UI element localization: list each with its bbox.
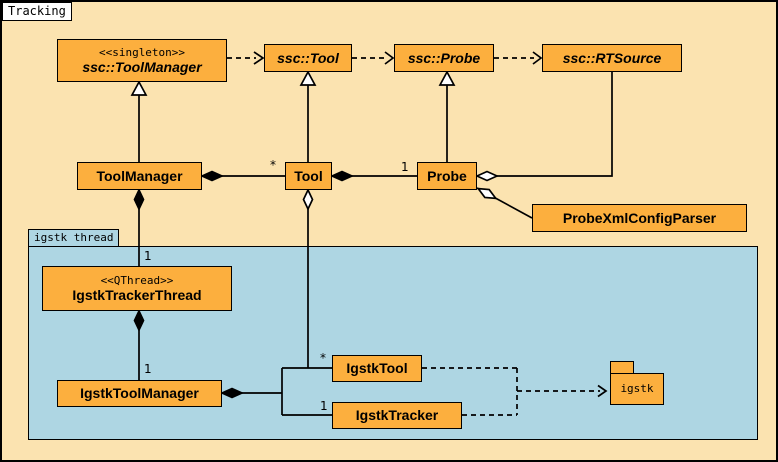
class-box-igstktrackerthread[interactable]: <<QThread>> IgstkTrackerThread (42, 266, 232, 311)
composition-toolmanager-tool (199, 170, 285, 182)
class-name-label: ProbeXmlConfigParser (562, 209, 717, 226)
package-tab-label: Tracking (8, 4, 66, 18)
aggregation-probe-probexmlconfigparser (476, 187, 533, 219)
composition-toolmanager-igstktrackerthread (133, 188, 145, 266)
class-name-label: ssc::RTSource (562, 49, 662, 66)
stereotype-label: <<singleton>> (98, 45, 186, 59)
class-name-label: IgstkTrackerThread (72, 286, 202, 303)
composition-igstktoolmanager-branch (219, 367, 332, 416)
class-box-igstktracker[interactable]: IgstkTracker (332, 402, 462, 429)
dependency-arrow-sscprobe-to-sscrtsource (494, 51, 543, 65)
multiplicity-label-igstktool-star: * (320, 351, 326, 365)
generalization-probe-to-sscprobe (438, 70, 456, 162)
class-name-label: ToolManager (96, 167, 183, 184)
class-box-probexmlconfigparser[interactable]: ProbeXmlConfigParser (532, 204, 747, 232)
package-igstk-body: igstk (610, 372, 664, 405)
package-tab-tracking[interactable]: Tracking (2, 2, 72, 21)
class-box-probe[interactable]: Probe (417, 162, 477, 190)
class-box-ssc-toolmanager[interactable]: <<singleton>> ssc::ToolManager (57, 39, 227, 82)
composition-tool-probe (329, 170, 417, 182)
multiplicity-label-igstktoolmanager-one: 1 (144, 362, 152, 376)
dependency-arrow-ssctoolmanager-to-ssctool (227, 51, 265, 65)
class-box-tool[interactable]: Tool (285, 162, 332, 190)
package-igstk-label: igstk (620, 382, 654, 395)
aggregation-tool-igstktool (302, 188, 314, 368)
dependency-arrow-ssctool-to-sscprobe (352, 51, 395, 65)
class-box-ssc-rtsource[interactable]: ssc::RTSource (542, 44, 682, 72)
igstk-thread-tab-label: igstk thread (34, 231, 114, 244)
class-box-toolmanager[interactable]: ToolManager (77, 162, 202, 190)
class-name-label: Tool (294, 167, 323, 184)
class-name-label: IgstkTracker (355, 407, 439, 424)
class-box-igstktool[interactable]: IgstkTool (332, 355, 422, 382)
dependency-arrow-igstk (422, 367, 608, 416)
aggregation-probe-rtsource (474, 72, 613, 182)
generalization-toolmanager-to-ssctoolmanager (130, 80, 148, 162)
class-box-ssc-probe[interactable]: ssc::Probe (394, 44, 494, 72)
class-box-ssc-tool[interactable]: ssc::Tool (264, 44, 352, 72)
class-name-label: IgstkToolManager (80, 385, 199, 402)
multiplicity-label-tool-star: * (270, 158, 276, 172)
class-name-label: ssc::ToolManager (82, 58, 202, 75)
stereotype-label: <<QThread>> (100, 273, 174, 287)
package-igstk[interactable]: igstk (610, 361, 664, 405)
generalization-tool-to-ssctool (299, 70, 317, 162)
class-name-label: ssc::Tool (277, 49, 339, 66)
igstk-thread-tab[interactable]: igstk thread (28, 229, 120, 247)
class-name-label: ssc::Probe (407, 49, 481, 66)
multiplicity-label-igstktracker-one: 1 (320, 399, 328, 413)
multiplicity-label-probe-one: 1 (401, 160, 409, 174)
class-name-label: Probe (427, 167, 467, 184)
composition-igstktrackerthread-igstktoolmanager (133, 309, 145, 380)
class-name-label: IgstkTool (346, 360, 408, 377)
class-box-igstktoolmanager[interactable]: IgstkToolManager (57, 380, 222, 407)
multiplicity-label-trackerthread-one: 1 (144, 249, 152, 263)
